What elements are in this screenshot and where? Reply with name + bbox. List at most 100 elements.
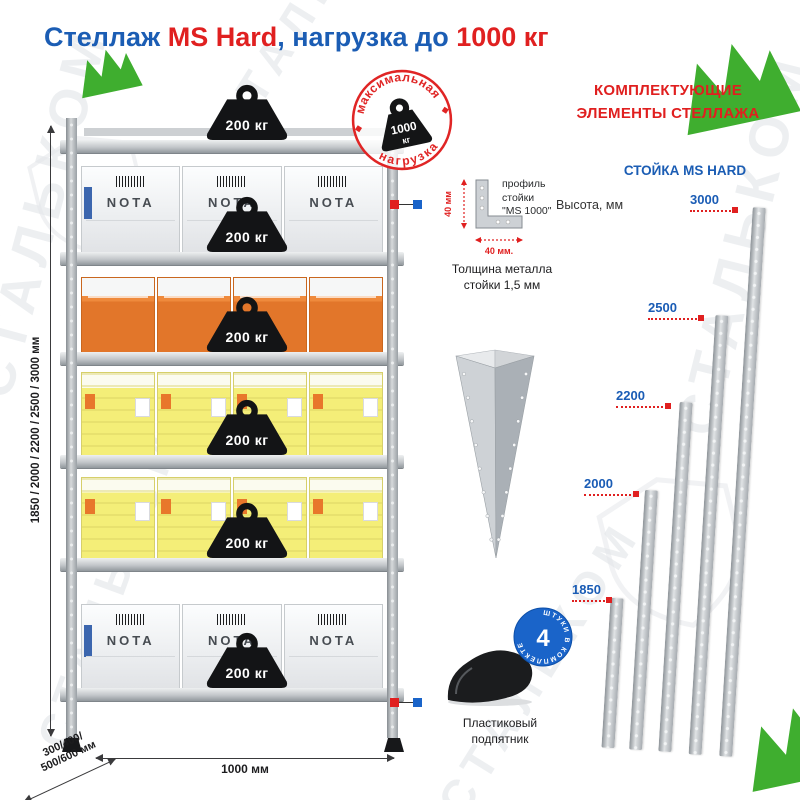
stamp-weight-value: 1000 [390,119,419,137]
paper-pack [81,372,155,455]
post-section-title: СТОЙКА MS HARD [623,163,747,178]
plastic-foot-image [447,650,533,706]
profile-label-line1: профиль [502,178,546,190]
thickness-label: Толщина металла стойки 1,5 мм [432,262,572,293]
barcode [115,614,146,625]
weight-label: 200 кг [225,432,269,448]
cardboard-box-nota: NOTA [283,604,383,688]
arrow-right-icon [387,754,395,763]
box-brand-label: NOTA [106,195,155,210]
cardboard-box-nota: NOTA [81,166,181,252]
foot-label-line1: Пластиковый [462,716,538,730]
page-title: Стеллаж MS Hard, нагрузка до 1000 кг [44,22,549,53]
leader-marker [732,207,738,213]
weight-label: 200 кг [225,665,269,681]
sparkle-icon [746,668,764,686]
shelf-board [60,352,404,365]
weight-label: 200 кг [225,117,269,133]
height-dimension-label: 1850 / 2000 / 2200 / 2500 / 3000 мм [30,336,42,524]
thickness-line2: стойки 1,5 мм [463,277,541,292]
components-title-line1: КОМПЛЕКТУЮЩИЕ [593,82,743,99]
upright-post-3000 [719,207,766,757]
paper-pack [309,477,383,558]
weight-icon: 200 кг [201,399,293,455]
leader-marker [665,403,671,409]
leader-dots [616,406,667,408]
rack-foot [384,738,404,752]
barcode [216,614,247,625]
arrow-left-icon [21,794,33,800]
sparkle-icon [104,98,124,118]
stamp-decor [355,125,363,133]
box-seam [85,219,176,221]
height-dimension-line [46,125,55,737]
stamp-decor [441,106,449,114]
profile-label: профиль стойки "MS 1000" [502,178,572,219]
leader-dots [584,494,635,496]
box-brand-label: NOTA [309,195,358,210]
post-height-label-2500: 2500 [648,300,677,315]
paper-pack [309,372,383,455]
weight-label: 200 кг [225,229,269,245]
stamp-weight-unit: кг [401,134,411,146]
foot-label-line2: подпятник [471,731,529,746]
post-height-label-2000: 2000 [584,476,613,491]
box-seam [288,656,379,658]
box-seam [288,219,379,221]
weight-icon: 200 кг [201,502,293,558]
upright-post-1850 [601,597,624,749]
plastic-foot-label: Пластиковый подпятник [430,716,570,747]
box-seam [85,656,176,658]
title-prefix: Стеллаж [44,22,168,52]
shelf-board [60,688,404,701]
cardboard-box-nota: NOTA [283,166,383,252]
profile-dim-horizontal: 40 мм. [485,246,513,256]
components-title-line2: ЭЛЕМЕНТЫ СТЕЛЛАЖА [576,104,760,122]
callout-marker-red [390,698,399,707]
profile-label-line2: стойки [502,191,535,204]
width-dimension-line [95,754,395,763]
stamp-weight-body [381,109,433,152]
callout-marker-red [390,200,399,209]
box-brand-label: NOTA [309,633,358,648]
cardboard-box-nota: NOTA [81,604,181,688]
height-units-label: Высота, мм [556,198,624,212]
leader-dots [648,318,700,320]
components-title: КОМПЛЕКТУЮЩИЕ ЭЛЕМЕНТЫ СТЕЛЛАЖА [540,80,796,125]
rack-foot [62,738,82,752]
box-sticker [84,625,92,657]
upright-post-2200 [658,401,693,753]
rack-upright-left [66,118,77,738]
callout-marker-blue [413,200,422,209]
callout-marker-blue [413,698,422,707]
title-load: 1000 кг [456,22,549,52]
width-dimension-label: 1000 мм [221,762,269,776]
shelf-board [60,140,404,153]
weight-label: 200 кг [225,535,269,551]
post-height-label-2200: 2200 [616,388,645,403]
title-mid: , нагрузка до [277,22,457,52]
badge-count: 4 [536,625,550,652]
leader-marker [633,491,639,497]
paper-pack [81,477,155,558]
barcode [318,176,349,187]
shelf-board [60,252,404,265]
weight-icon: 200 кг [201,296,293,352]
arrow-up-icon [46,125,55,133]
stalkom-logo-mark [752,708,800,792]
thickness-line1: Толщина металла [451,262,553,276]
cardboard-box-orange [309,277,383,352]
barcode [115,176,146,187]
rack-upright-right [387,118,398,738]
callout-line [399,702,413,703]
arrow-right-icon [107,754,118,766]
badge-4pcs: ШТУКИ В КОМПЛЕКТЕ 4 [513,607,573,667]
profile-label-line3: "MS 1000" [502,205,552,218]
weight-icon: 200 кг [201,196,293,252]
leader-marker [698,315,704,321]
arrow-down-icon [46,729,55,737]
shelf-row-paper-packs [81,372,383,455]
sparkle-icon [664,128,688,152]
callout-line [399,204,413,205]
leader-dots [572,600,608,602]
